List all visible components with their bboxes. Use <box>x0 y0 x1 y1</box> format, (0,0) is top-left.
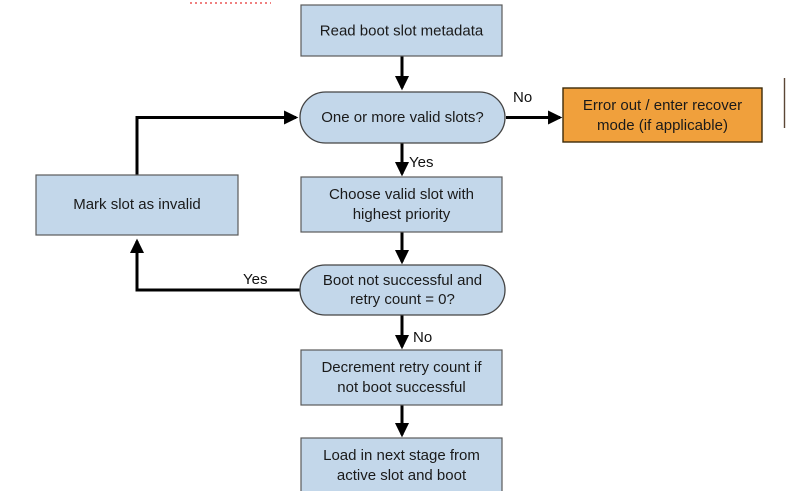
node-decrement-retry-count[interactable]: Decrement retry count if not boot succes… <box>300 349 503 406</box>
edge-label-yes-valid-slots: Yes <box>409 154 433 171</box>
node-read-boot-slot-metadata[interactable]: Read boot slot metadata <box>300 4 503 57</box>
connector-boot-check-yes-to-mark-invalid <box>129 238 300 292</box>
node-label: One or more valid slots? <box>321 109 484 126</box>
edge-label-yes-retry-loop: Yes <box>243 271 267 288</box>
node-error-out-enter-recover-mode[interactable]: Error out / enter recover mode (if appli… <box>562 87 763 143</box>
connector-mark-invalid-to-decision <box>135 110 299 175</box>
node-label-line-1: Choose valid slot with <box>329 186 474 203</box>
node-label-line-2: not boot successful <box>337 379 465 396</box>
node-mark-slot-as-invalid[interactable]: Mark slot as invalid <box>35 174 239 236</box>
node-label-line-2: mode (if applicable) <box>597 117 728 134</box>
node-label-line-2: highest priority <box>353 206 451 223</box>
node-choose-valid-slot-highest-priority[interactable]: Choose valid slot with highest priority <box>300 176 503 233</box>
node-label-line-2: active slot and boot <box>337 467 467 484</box>
node-load-next-stage-active-slot[interactable]: Load in next stage from active slot and … <box>300 437 503 491</box>
node-label-line-1: Load in next stage from <box>323 447 480 464</box>
node-label-line-1: Boot not successful and <box>323 272 482 289</box>
edge-label-no-valid-slots: No <box>513 89 532 106</box>
node-one-or-more-valid-slots[interactable]: One or more valid slots? <box>299 91 506 144</box>
node-label: Read boot slot metadata <box>320 22 484 39</box>
node-label-line-1: Error out / enter recover <box>583 97 742 114</box>
node-boot-not-successful-retry-zero[interactable]: Boot not successful and retry count = 0? <box>299 264 506 316</box>
node-label-line-1: Decrement retry count if <box>321 359 482 376</box>
node-label-line-2: retry count = 0? <box>350 291 455 308</box>
node-label: Mark slot as invalid <box>73 196 201 213</box>
edge-label-no-retry-loop: No <box>413 329 432 346</box>
